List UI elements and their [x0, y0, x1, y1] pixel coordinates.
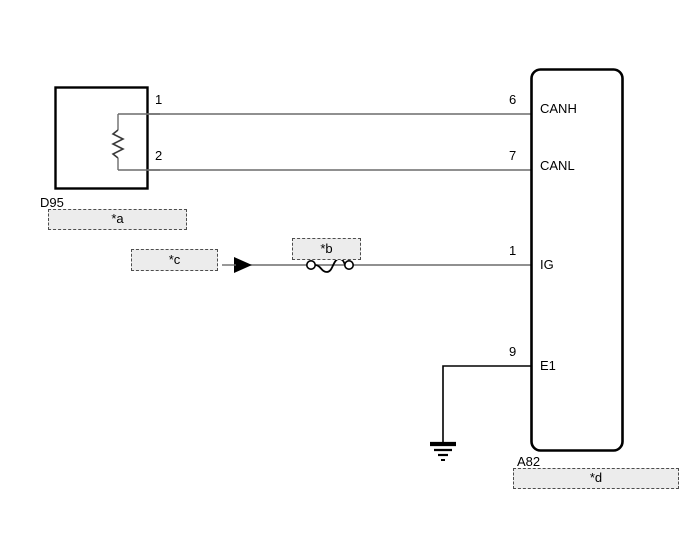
right-connector-id: A82: [517, 454, 541, 469]
fusible-link-icon: [314, 258, 346, 273]
arrow-right-icon: [234, 257, 252, 273]
fusible-link-terminal-left: [305, 259, 316, 270]
callout-d: *d: [513, 468, 679, 489]
wire-ground: [442, 365, 531, 443]
right-pin-number-1: 1: [509, 243, 517, 258]
resistor-zigzag-icon: [111, 129, 125, 159]
terminal-name-e1: E1: [540, 358, 556, 373]
left-pin-number-2: 2: [155, 148, 163, 163]
right-connector-box: [530, 68, 624, 452]
callout-a-text: *a: [111, 211, 124, 226]
callout-b: *b: [292, 238, 361, 260]
right-pin-number-7: 7: [509, 148, 517, 163]
right-pin-number-9: 9: [509, 344, 517, 359]
terminal-name-canl: CANL: [540, 158, 575, 173]
terminal-name-canh: CANH: [540, 101, 577, 116]
terminal-name-ig: IG: [540, 257, 554, 272]
callout-d-text: *d: [589, 470, 603, 485]
fusible-link-terminal-right: [343, 259, 354, 270]
callout-b-text: *b: [320, 240, 333, 256]
callout-c: *c: [131, 249, 218, 271]
right-pin-number-6: 6: [509, 92, 517, 107]
left-connector-id: D95: [40, 195, 64, 210]
callout-c-text: *c: [168, 251, 181, 267]
callout-a: *a: [48, 209, 187, 230]
left-pin-number-1: 1: [155, 92, 163, 107]
left-connector-box: [54, 86, 149, 190]
